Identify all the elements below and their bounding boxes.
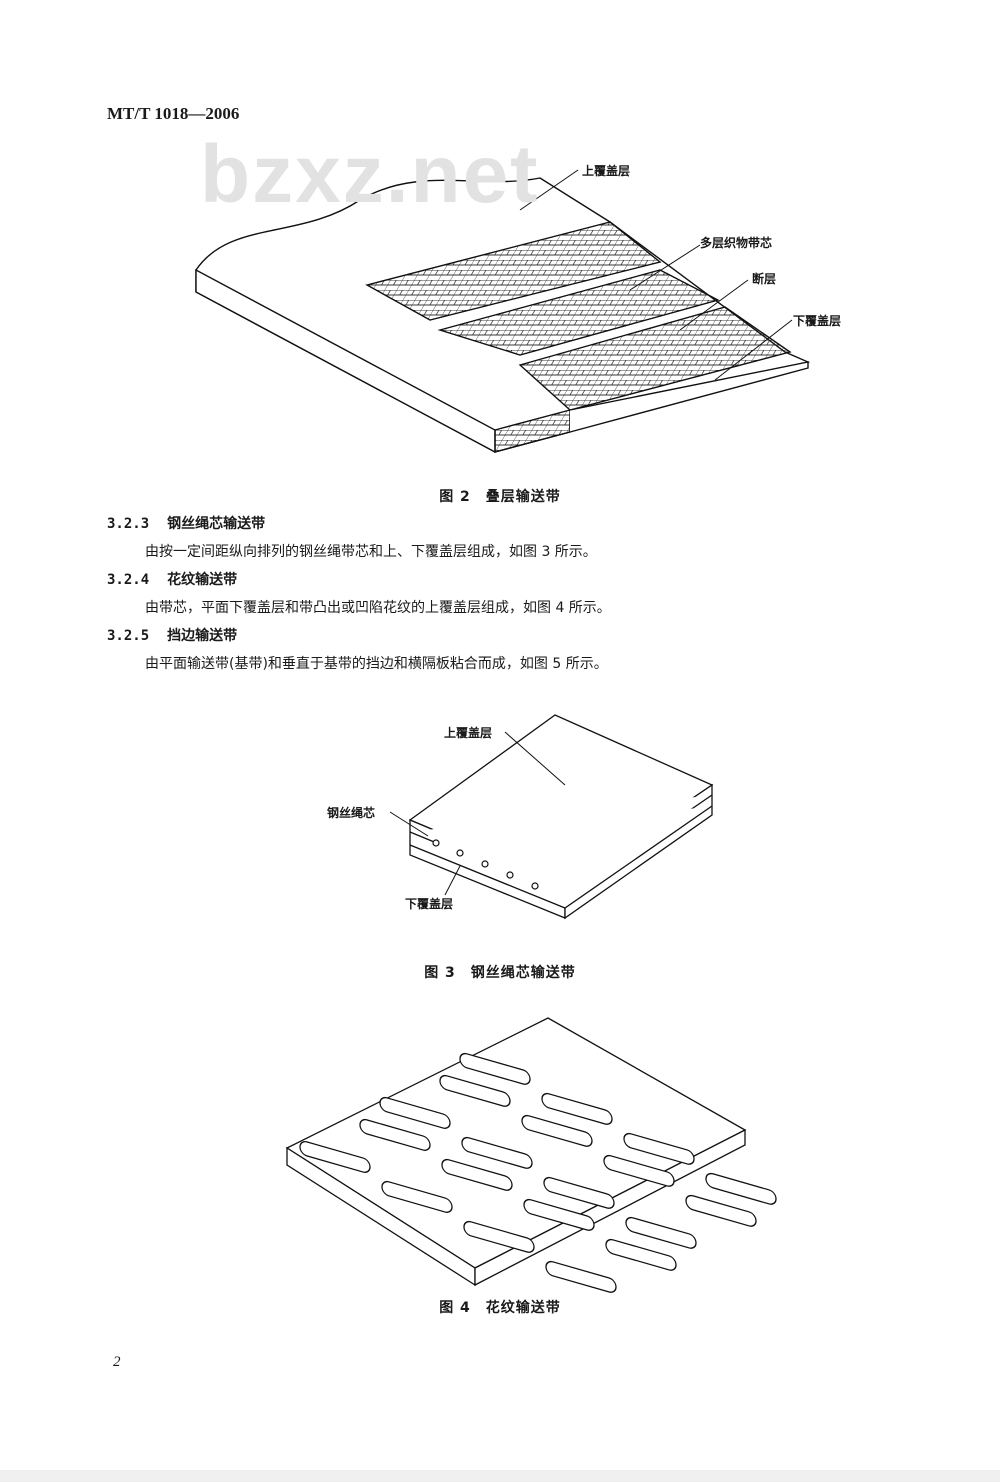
label-fabric-core: 多层织物带芯 bbox=[700, 236, 773, 250]
label-steel-cord: 钢丝绳芯 bbox=[327, 806, 376, 820]
label-bottom-cover: 下覆盖层 bbox=[405, 897, 454, 911]
label-top-cover: 上覆盖层 bbox=[444, 726, 493, 740]
tread-bar bbox=[543, 1176, 615, 1209]
tread-bar bbox=[685, 1194, 757, 1227]
page-number: 2 bbox=[113, 1354, 121, 1370]
tread-bar bbox=[545, 1260, 617, 1293]
tread-bar bbox=[459, 1052, 531, 1085]
label-bottom-cover: 下覆盖层 bbox=[793, 314, 842, 328]
tread-bar bbox=[523, 1198, 595, 1231]
figure-2-laminated-belt bbox=[195, 169, 811, 454]
page-bottom-bar bbox=[0, 1470, 1000, 1482]
section-body-3-2-4: 由带芯，平面下覆盖层和带凸出或凹陷花纹的上覆盖层组成，如图 4 所示。 bbox=[145, 600, 611, 616]
label-top-cover: 上覆盖层 bbox=[582, 164, 631, 178]
tread-bar bbox=[605, 1238, 677, 1271]
tread-bar bbox=[521, 1114, 593, 1147]
tread-bar bbox=[623, 1132, 695, 1165]
tread-bar bbox=[439, 1074, 511, 1107]
standard-code: MT/T 1018—2006 bbox=[107, 104, 240, 123]
tread-bar bbox=[381, 1180, 453, 1213]
tread-bar bbox=[359, 1118, 431, 1151]
tread-bar bbox=[441, 1158, 513, 1191]
tread-bar bbox=[625, 1216, 697, 1249]
figure-4-caption: 图 4 花纹输送带 bbox=[439, 1300, 561, 1316]
tread-bar bbox=[541, 1092, 613, 1125]
tread-bar bbox=[299, 1140, 371, 1173]
tread-bar bbox=[461, 1136, 533, 1169]
section-body-3-2-3: 由按一定间距纵向排列的钢丝绳带芯和上、下覆盖层组成，如图 3 所示。 bbox=[145, 544, 597, 560]
tread-bar bbox=[705, 1172, 777, 1205]
tread-bar bbox=[603, 1154, 675, 1187]
tread-bar bbox=[379, 1096, 451, 1129]
label-breaker: 断层 bbox=[752, 272, 777, 286]
figure-2-caption: 图 2 叠层输送带 bbox=[439, 489, 561, 505]
figure-3-caption: 图 3 钢丝绳芯输送带 bbox=[424, 965, 576, 981]
tread-bar bbox=[463, 1220, 535, 1253]
section-body-3-2-5: 由平面输送带(基带)和垂直于基带的挡边和横隔板粘合而成，如图 5 所示。 bbox=[145, 656, 608, 672]
